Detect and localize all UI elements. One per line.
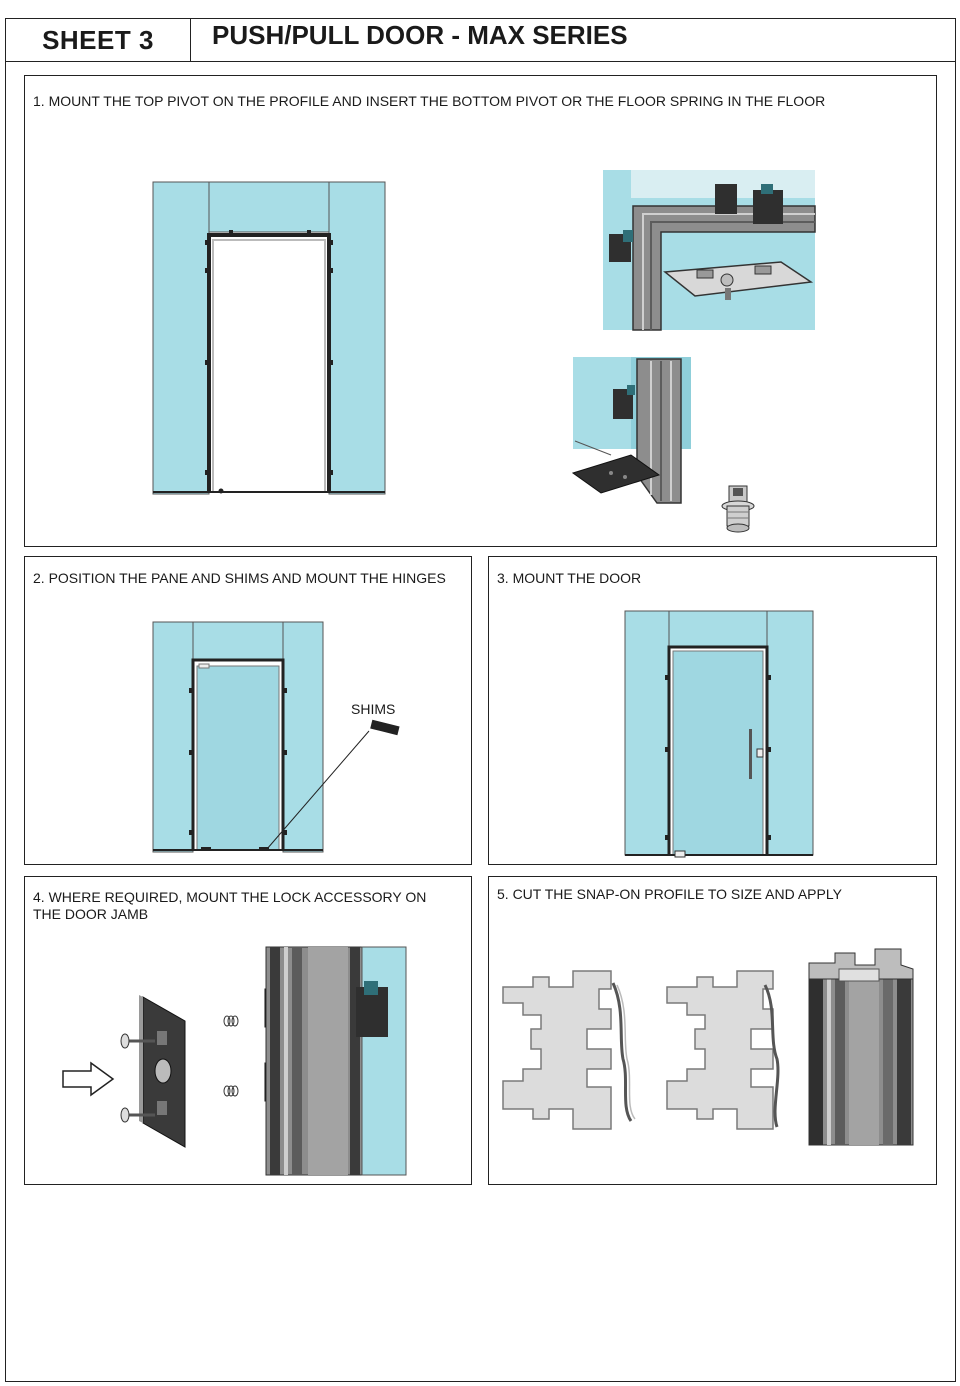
step-1-panel: 1. MOUNT THE TOP PIVOT ON THE PROFILE AN… [24, 75, 937, 547]
step-4-caption: 4. WHERE REQUIRED, MOUNT THE LOCK ACCESS… [33, 889, 427, 922]
lock-accessory-exploded-illustration [120, 995, 239, 1148]
door-handle [749, 729, 752, 779]
step-3-caption: 3. MOUNT THE DOOR [497, 570, 642, 586]
door-jamb-closeup-illustration [265, 946, 407, 1176]
spring-bottom [223, 1085, 239, 1097]
glass-left [152, 181, 210, 495]
frame-profile [207, 233, 331, 492]
glass-right [328, 181, 386, 495]
shims-callout-label: SHIMS [351, 701, 396, 717]
profile-section-after-illustration [666, 970, 780, 1130]
shims-callout-leader [266, 719, 400, 850]
insert-arrow-icon [62, 1061, 115, 1097]
sheet-number: SHEET 3 [5, 18, 191, 62]
mounted-lock-accessory [356, 987, 388, 1037]
step-5-caption: 5. CUT THE SNAP-ON PROFILE TO SIZE AND A… [497, 886, 842, 902]
step-3-panel: 3. MOUNT THE DOOR [488, 556, 937, 865]
pane-and-shims-illustration [152, 621, 324, 853]
door-pane [196, 665, 280, 851]
page-title: PUSH/PULL DOOR - MAX SERIES [212, 20, 628, 50]
sheet-border [5, 18, 956, 1382]
top-pivot-detail-illustration [603, 170, 816, 331]
frame-opening-illustration [152, 181, 386, 495]
floor-pivot-marker [218, 488, 224, 494]
profile-section-before-illustration [502, 970, 636, 1130]
step-5-panel: 5. CUT THE SNAP-ON PROFILE TO SIZE AND A… [488, 876, 937, 1185]
floor-plate [571, 454, 661, 494]
glass-top [208, 181, 330, 233]
pivot-block-2 [753, 190, 783, 224]
screw-top [120, 1033, 155, 1049]
step-2-panel: 2. POSITION THE PANE AND SHIMS AND MOUNT… [24, 556, 472, 865]
mounted-door-illustration [624, 610, 814, 858]
screw-bottom [120, 1107, 155, 1123]
step-1-caption: 1. MOUNT THE TOP PIVOT ON THE PROFILE AN… [33, 93, 826, 109]
bottom-pivot-detail-illustration [571, 357, 691, 504]
snap-on-profile-3d-illustration [808, 948, 914, 1146]
step-4-panel: 4. WHERE REQUIRED, MOUNT THE LOCK ACCESS… [24, 876, 472, 1185]
step-2-caption: 2. POSITION THE PANE AND SHIMS AND MOUNT… [33, 570, 446, 586]
spring-top [223, 1015, 239, 1027]
pivot-block-1 [715, 184, 737, 214]
header-divider [5, 61, 956, 62]
floor-spring-part-illustration [721, 485, 755, 533]
